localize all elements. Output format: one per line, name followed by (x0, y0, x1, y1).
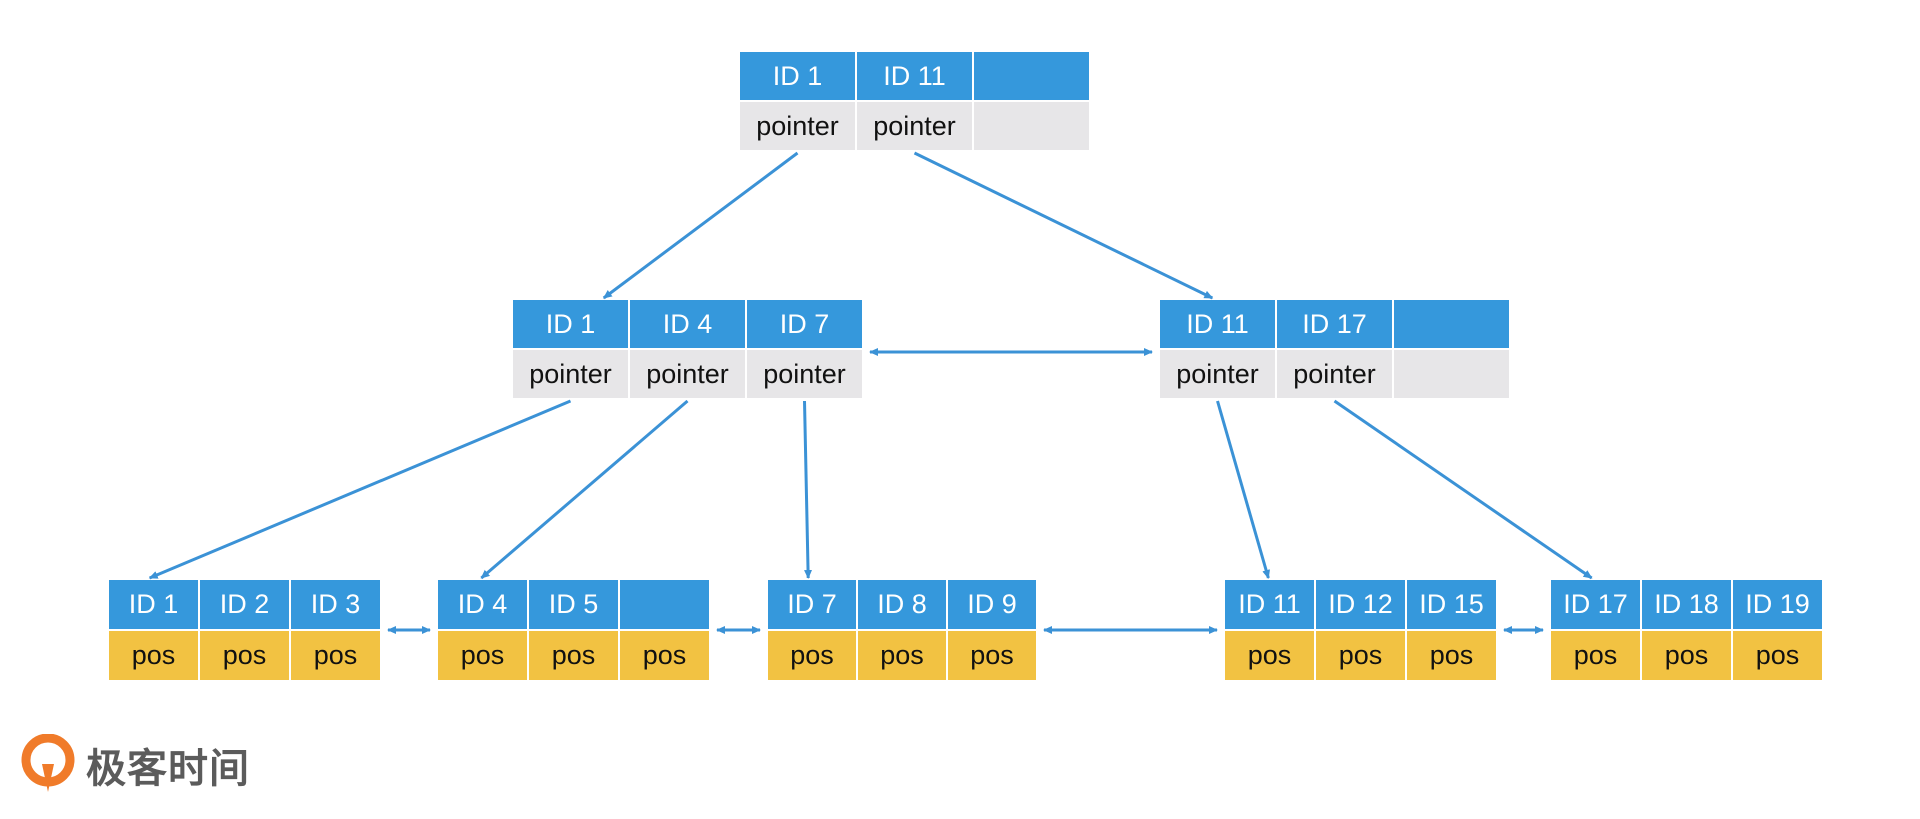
key-cell: ID 17 (1551, 580, 1640, 629)
key-cell: ID 2 (200, 580, 289, 629)
pos-cell: pos (620, 631, 709, 680)
child-edge-arrow (148, 399, 572, 580)
geektime-logo: 极客时间 (20, 734, 280, 796)
pos-cell: pos (1316, 631, 1405, 680)
key-cell: ID 9 (948, 580, 1036, 629)
key-cell: ID 1 (109, 580, 198, 629)
pointer-cell: pointer (513, 350, 628, 398)
pos-cell: pos (1225, 631, 1314, 680)
key-cell (1394, 300, 1509, 348)
pos-cell: pos (768, 631, 856, 680)
pos-cell: pos (109, 631, 198, 680)
child-edge-arrow (1216, 400, 1270, 579)
geektime-logo-icon (21, 734, 75, 792)
key-cell: ID 1 (740, 52, 855, 100)
pointer-cell: pointer (740, 102, 855, 150)
child-edge-arrow (913, 151, 1214, 300)
key-cell: ID 11 (857, 52, 972, 100)
key-cell: ID 15 (1407, 580, 1496, 629)
key-cell: ID 11 (1160, 300, 1275, 348)
logo-text: 极客时间 (86, 746, 250, 792)
pointer-cell (1394, 350, 1509, 398)
key-cell: ID 5 (529, 580, 618, 629)
key-cell: ID 4 (438, 580, 527, 629)
pos-cell: pos (438, 631, 527, 680)
key-cell: ID 18 (1642, 580, 1731, 629)
key-cell: ID 19 (1733, 580, 1822, 629)
key-cell: ID 4 (630, 300, 745, 348)
pos-cell: pos (291, 631, 380, 680)
pointer-cell: pointer (630, 350, 745, 398)
key-cell (974, 52, 1089, 100)
pos-cell: pos (529, 631, 618, 680)
pos-cell: pos (200, 631, 289, 680)
pointer-cell: pointer (1277, 350, 1392, 398)
key-cell: ID 12 (1316, 580, 1405, 629)
pos-cell: pos (1407, 631, 1496, 680)
pos-cell: pos (1642, 631, 1731, 680)
key-cell: ID 17 (1277, 300, 1392, 348)
pos-cell: pos (1551, 631, 1640, 680)
key-cell: ID 3 (291, 580, 380, 629)
child-edge-arrow (1333, 399, 1593, 580)
key-cell: ID 7 (768, 580, 856, 629)
child-edge-arrow (480, 399, 689, 580)
pointer-cell: pointer (857, 102, 972, 150)
key-cell: ID 11 (1225, 580, 1314, 629)
pos-cell: pos (1733, 631, 1822, 680)
child-edge-arrow (803, 400, 813, 579)
pointer-cell: pointer (1160, 350, 1275, 398)
pointer-cell (974, 102, 1089, 150)
key-cell (620, 580, 709, 629)
key-cell: ID 7 (747, 300, 862, 348)
child-edge-arrow (602, 151, 799, 300)
pos-cell: pos (948, 631, 1036, 680)
pos-cell: pos (858, 631, 946, 680)
pointer-cell: pointer (747, 350, 862, 398)
key-cell: ID 1 (513, 300, 628, 348)
key-cell: ID 8 (858, 580, 946, 629)
